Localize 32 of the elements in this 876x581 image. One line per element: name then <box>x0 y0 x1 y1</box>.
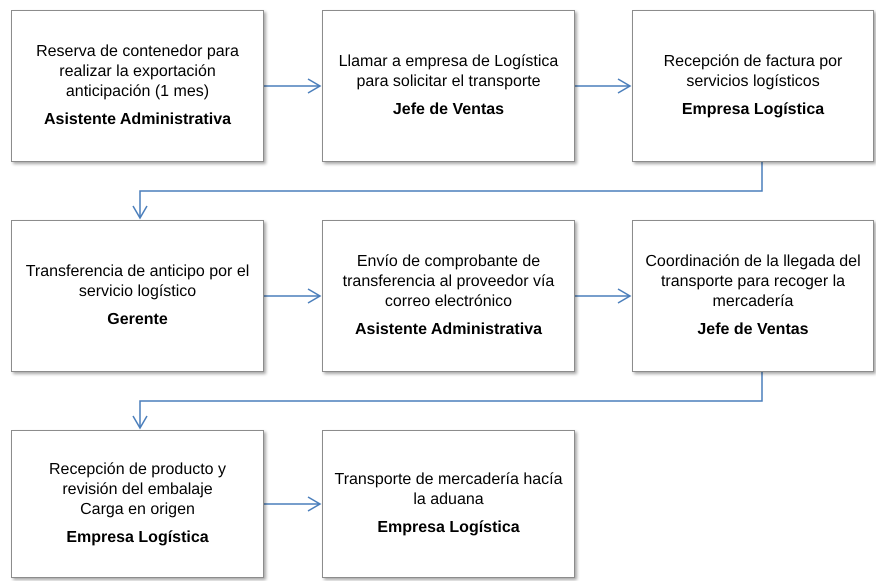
process-box <box>322 430 575 578</box>
process-box <box>632 10 874 162</box>
arrow <box>575 78 631 94</box>
process-box <box>322 10 575 162</box>
role-label: Jefe de Ventas <box>697 320 809 340</box>
role-label: Asistente Administrativa <box>354 320 542 340</box>
arrow <box>132 372 763 429</box>
arrow <box>264 496 321 512</box>
arrow <box>132 162 763 219</box>
arrow <box>264 288 321 304</box>
step-text: Llamar a empresa de Logística para solicitar el transporte <box>338 52 560 92</box>
step-text: Transferencia de anticipo por el servicio logístico <box>24 262 250 302</box>
process-box <box>322 220 575 372</box>
arrow <box>264 78 321 94</box>
step-text: Recepción de producto y revisión del embalaje <box>48 460 227 500</box>
step-text: Reserva de contenedor para realizar la exportación anticipación (1 mes) <box>35 42 240 102</box>
role-label: Empresa Logística <box>377 518 520 538</box>
step-text: Recepción de factura por servicios logísticos <box>662 52 844 92</box>
role-label: Gerente <box>107 310 168 330</box>
step-text: Carga en origen <box>80 500 195 520</box>
role-label: Asistente Administrativa <box>44 110 231 130</box>
role-label: Empresa Logística <box>66 528 209 548</box>
process-box <box>11 430 264 578</box>
step-text: Envío de comprobante de transferencia al proveedor vía correo electrónico <box>342 252 556 312</box>
process-box <box>632 220 874 372</box>
role-label: Jefe de Ventas <box>392 100 504 120</box>
process-box <box>11 10 264 162</box>
arrow <box>575 288 631 304</box>
role-label: Empresa Logística <box>682 100 824 120</box>
step-text: Coordinación de la llegada del transporte para recoger la mercadería <box>644 252 862 312</box>
step-text: Transporte de mercadería hacía la aduana <box>334 470 564 510</box>
process-box <box>11 220 264 372</box>
